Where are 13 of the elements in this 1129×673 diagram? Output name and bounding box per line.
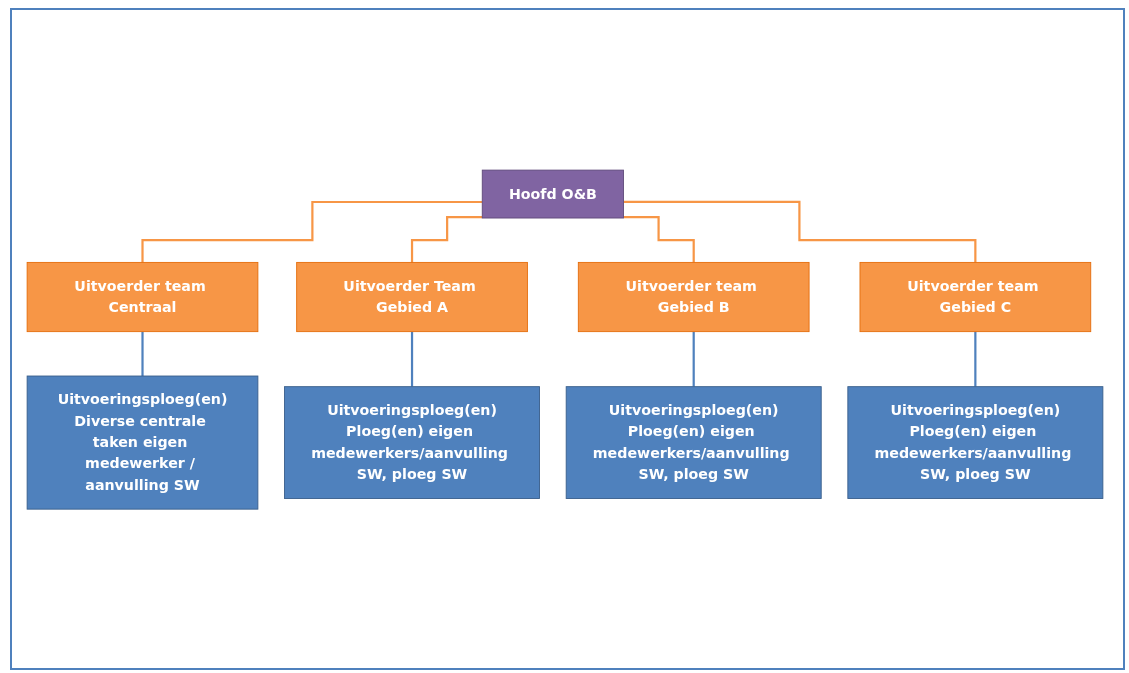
node-box: Uitvoerder Team Gebied A xyxy=(296,262,528,333)
connector xyxy=(623,201,977,264)
node-box: Uitvoeringsploeg(en) Diverse centrale taken eigen medewerker / aanvulling SW xyxy=(26,375,259,510)
node-box: Uitvoeringsploeg(en) Ploeg(en) eigen medewerkers/aanvulling SW, ploeg SW xyxy=(565,386,822,500)
connector xyxy=(623,216,695,264)
node-box: Uitvoeringsploeg(en) Ploeg(en) eigen medewerkers/aanvulling SW, ploeg SW xyxy=(847,386,1104,500)
node-box: Uitvoerder team Gebied B xyxy=(577,262,810,333)
node-box: Hoofd O&B xyxy=(481,170,624,219)
connector xyxy=(141,201,483,264)
connector xyxy=(410,216,483,264)
node-box: Uitvoeringsploeg(en) Ploeg(en) eigen medewerkers/aanvulling SW, ploeg SW xyxy=(284,386,540,500)
node-box: Uitvoerder team Centraal xyxy=(26,262,259,333)
node-box: Uitvoerder team Gebied C xyxy=(859,262,1092,333)
